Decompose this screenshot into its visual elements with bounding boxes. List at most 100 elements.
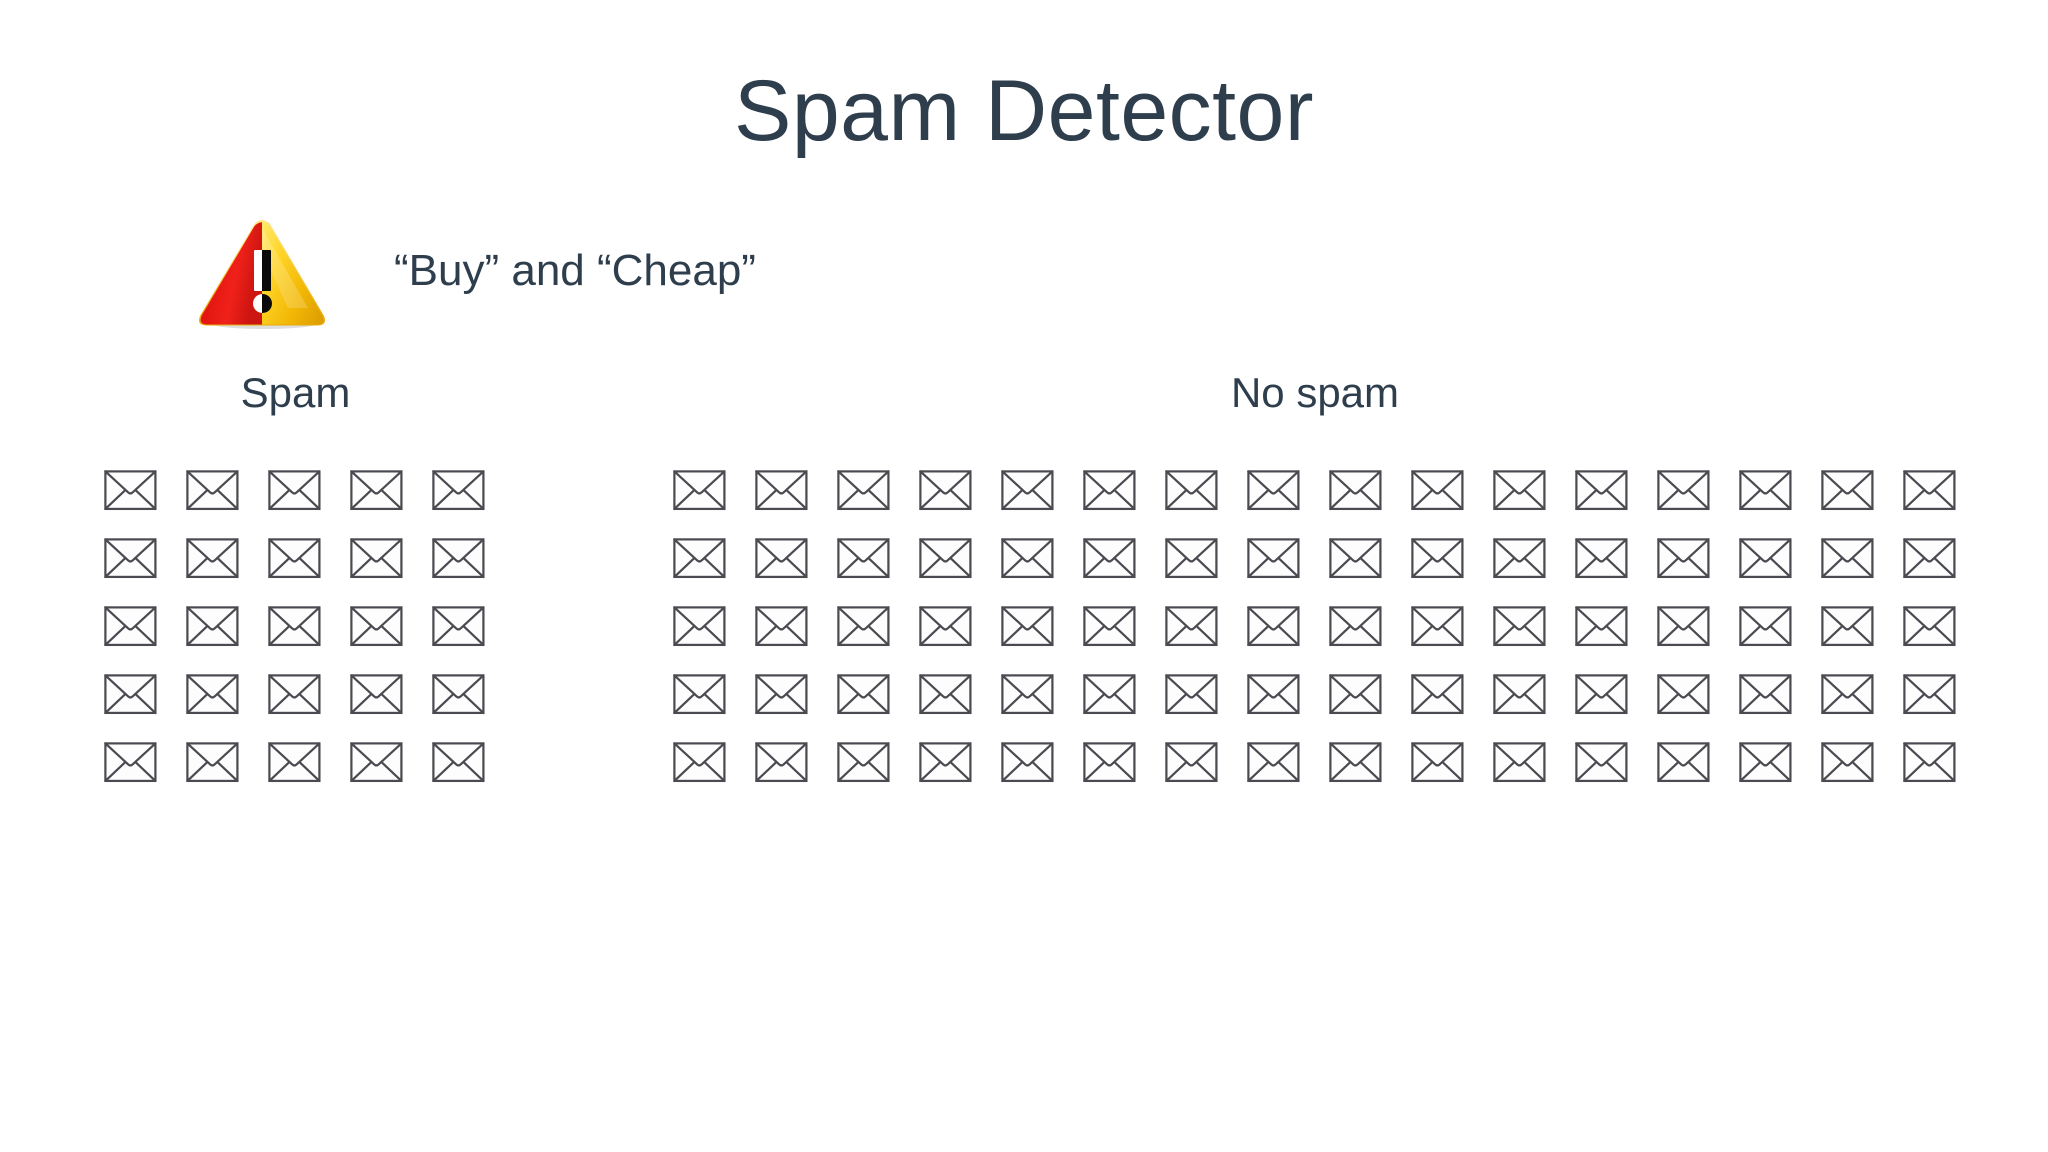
envelope-icon (104, 674, 159, 716)
envelope-icon (754, 742, 810, 784)
envelope-icon (1000, 470, 1056, 512)
page-title: Spam Detector (733, 63, 1315, 159)
envelope-icon (432, 606, 487, 648)
envelope-icon (1164, 538, 1220, 580)
envelope-icon (754, 674, 810, 716)
envelope-icon (1902, 606, 1958, 648)
envelope-icon (1492, 606, 1548, 648)
envelope-icon (1656, 470, 1712, 512)
envelope-icon (104, 538, 159, 580)
envelope-icon (1902, 674, 1958, 716)
envelope-icon (672, 538, 728, 580)
envelope-icon (186, 606, 241, 648)
envelope-icon (1738, 538, 1794, 580)
envelope-icon (1410, 538, 1466, 580)
envelope-icon (1656, 742, 1712, 784)
envelope-icon (1410, 606, 1466, 648)
envelope-icon (1492, 470, 1548, 512)
envelope-icon (672, 606, 728, 648)
envelope-icon (1164, 470, 1220, 512)
envelope-icon (268, 538, 323, 580)
envelope-icon (432, 742, 487, 784)
no-spam-class-column: No spam (660, 372, 1970, 784)
envelope-icon (1820, 538, 1876, 580)
envelope-icon (1328, 674, 1384, 716)
no-spam-class-label: No spam (1230, 369, 1400, 416)
envelope-icon (1000, 538, 1056, 580)
envelope-icon (268, 470, 323, 512)
envelope-icon (1410, 742, 1466, 784)
envelope-icon (1246, 470, 1302, 512)
envelope-icon (1574, 674, 1630, 716)
spam-class-label: Spam (240, 369, 351, 416)
envelope-icon (1738, 606, 1794, 648)
envelope-icon (1164, 674, 1220, 716)
envelope-icon (350, 606, 405, 648)
envelope-icon (1574, 470, 1630, 512)
envelope-icon (672, 674, 728, 716)
envelope-icon (1410, 470, 1466, 512)
envelope-icon (1246, 606, 1302, 648)
envelope-icon (1902, 538, 1958, 580)
envelope-icon (104, 742, 159, 784)
envelope-icon (1492, 674, 1548, 716)
envelope-icon (1738, 674, 1794, 716)
envelope-icon (1574, 606, 1630, 648)
no-spam-email-grid (660, 470, 1970, 784)
envelope-icon (754, 470, 810, 512)
envelope-icon (186, 470, 241, 512)
envelope-icon (754, 538, 810, 580)
spam-keywords-label: “Buy” and “Cheap” (394, 246, 756, 295)
envelope-icon (1246, 674, 1302, 716)
envelope-icon (268, 742, 323, 784)
envelope-icon (1820, 742, 1876, 784)
envelope-icon (350, 674, 405, 716)
envelope-icon (1574, 742, 1630, 784)
envelope-icon (1164, 606, 1220, 648)
envelope-icon (1328, 538, 1384, 580)
envelope-icon (918, 674, 974, 716)
envelope-icon (1820, 470, 1876, 512)
envelope-icon (1656, 538, 1712, 580)
envelope-icon (918, 742, 974, 784)
envelope-icon (836, 606, 892, 648)
spam-email-grid (78, 470, 513, 784)
envelope-icon (918, 606, 974, 648)
envelope-icon (432, 470, 487, 512)
envelope-icon (1738, 470, 1794, 512)
envelope-icon (1164, 742, 1220, 784)
envelope-icon (1082, 470, 1138, 512)
envelope-icon (1328, 470, 1384, 512)
envelope-icon (1328, 742, 1384, 784)
envelope-icon (1082, 674, 1138, 716)
class-columns: Spam (0, 372, 2048, 822)
envelope-icon (1492, 742, 1548, 784)
envelope-icon (672, 470, 728, 512)
envelope-icon (918, 470, 974, 512)
envelope-icon (1492, 538, 1548, 580)
envelope-icon (186, 538, 241, 580)
envelope-icon (1574, 538, 1630, 580)
envelope-icon (1410, 674, 1466, 716)
envelope-icon (1328, 606, 1384, 648)
envelope-icon (432, 538, 487, 580)
envelope-icon (1902, 470, 1958, 512)
envelope-icon (836, 742, 892, 784)
envelope-icon (104, 470, 159, 512)
envelope-icon (1738, 742, 1794, 784)
envelope-icon (1820, 606, 1876, 648)
envelope-icon (350, 470, 405, 512)
envelope-icon (1000, 742, 1056, 784)
envelope-icon (754, 606, 810, 648)
envelope-icon (836, 538, 892, 580)
envelope-icon (1000, 606, 1056, 648)
envelope-icon (1820, 674, 1876, 716)
envelope-icon (432, 674, 487, 716)
envelope-icon (186, 742, 241, 784)
envelope-icon (1082, 742, 1138, 784)
envelope-icon (350, 538, 405, 580)
envelope-icon (1082, 606, 1138, 648)
spam-rule-row: “Buy” and “Cheap” (196, 212, 756, 330)
warning-triangle-icon (196, 212, 328, 330)
envelope-icon (350, 742, 405, 784)
